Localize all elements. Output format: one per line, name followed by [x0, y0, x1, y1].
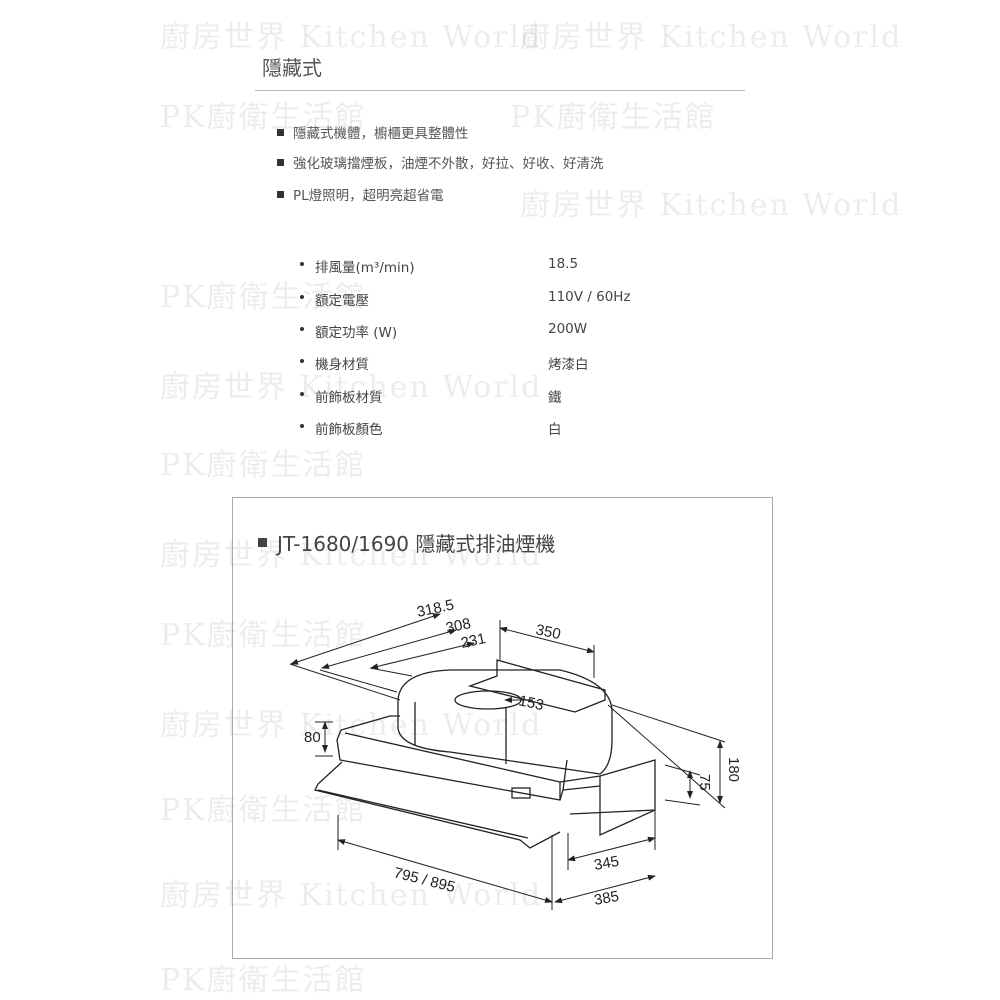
divider: [255, 90, 745, 91]
spec-row: 前飾板顏色 白: [300, 418, 700, 438]
section-title: 隱藏式: [262, 56, 322, 80]
spec-label: 額定功率 (W): [315, 325, 398, 341]
square-bullet-icon: [277, 158, 284, 166]
watermark: 廚房世界 Kitchen World: [520, 188, 903, 223]
spec-label: 前飾板顏色: [315, 422, 383, 438]
feature-item: 隱藏式機體，櫥櫃更具整體性: [277, 122, 469, 142]
feature-item: 強化玻璃擋煙板，油煙不外散，好拉、好收、好清洗: [277, 152, 604, 172]
feature-text: PL燈照明，超明亮超省電: [293, 188, 444, 204]
watermark: 廚房世界 Kitchen World: [160, 20, 543, 55]
dimension-lines: [289, 613, 726, 910]
diagram-title: JT-1680/1690 隱藏式排油煙機: [258, 528, 555, 557]
dim-350: 350: [534, 621, 562, 643]
dim-231: 231: [459, 630, 487, 652]
spec-value: 110V / 60Hz: [548, 289, 631, 305]
diagram-title-text: JT-1680/1690 隱藏式排油煙機: [277, 532, 556, 556]
dim-153: 153: [517, 692, 545, 714]
dim-795-895: 795 / 895: [392, 864, 457, 896]
dim-80: 80: [304, 729, 321, 746]
dim-385: 385: [593, 888, 621, 909]
spec-value: 200W: [548, 321, 588, 337]
feature-item: PL燈照明，超明亮超省電: [277, 184, 444, 204]
feature-text: 強化玻璃擋煙板，油煙不外散，好拉、好收、好清洗: [293, 156, 604, 172]
watermark: PK廚衛生活館: [160, 963, 367, 998]
spec-row: 排風量(m³/min) 18.5: [300, 256, 700, 276]
watermark: PK廚衛生活館: [160, 280, 367, 315]
dim-318-5: 318.5: [415, 596, 455, 620]
bullet-icon: [300, 262, 304, 266]
watermark: PK廚衛生活館: [160, 100, 367, 135]
bullet-icon: [300, 424, 304, 428]
bullet-icon: [300, 392, 304, 396]
spec-value: 烤漆白: [548, 357, 589, 373]
watermark: PK廚衛生活館: [510, 100, 717, 135]
spec-row: 額定功率 (W) 200W: [300, 321, 700, 341]
bullet-icon: [300, 295, 304, 299]
spec-label: 前飾板材質: [315, 390, 383, 406]
spec-value: 18.5: [548, 256, 579, 272]
square-bullet-icon: [258, 538, 267, 547]
spec-label: 排風量(m³/min): [315, 260, 415, 276]
watermark: PK廚衛生活館: [160, 793, 367, 828]
spec-value: 鐵: [548, 390, 562, 406]
watermark: 廚房世界 Kitchen World: [160, 708, 543, 743]
spec-value: 白: [548, 422, 562, 438]
dim-180: 180: [725, 757, 742, 782]
dim-308: 308: [444, 615, 472, 637]
dim-75: 75: [696, 774, 713, 791]
square-bullet-icon: [277, 190, 284, 198]
dim-345: 345: [593, 853, 621, 874]
spec-label: 額定電壓: [315, 293, 369, 309]
bullet-icon: [300, 359, 304, 363]
diagram-frame: [232, 497, 773, 959]
spec-label: 機身材質: [315, 357, 369, 373]
watermark: PK廚衛生活館: [160, 448, 367, 483]
square-bullet-icon: [277, 128, 284, 136]
spec-row: 額定電壓 110V / 60Hz: [300, 289, 700, 309]
spec-row: 前飾板材質 鐵: [300, 386, 700, 406]
hood-outline: [314, 659, 656, 849]
spec-row: 機身材質 烤漆白: [300, 353, 700, 373]
watermark: 廚房世界 Kitchen World: [520, 20, 903, 55]
watermark: 廚房世界 Kitchen World: [160, 370, 543, 405]
bullet-icon: [300, 327, 304, 331]
feature-text: 隱藏式機體，櫥櫃更具整體性: [293, 126, 469, 142]
watermark: 廚房世界 Kitchen World: [160, 538, 543, 573]
